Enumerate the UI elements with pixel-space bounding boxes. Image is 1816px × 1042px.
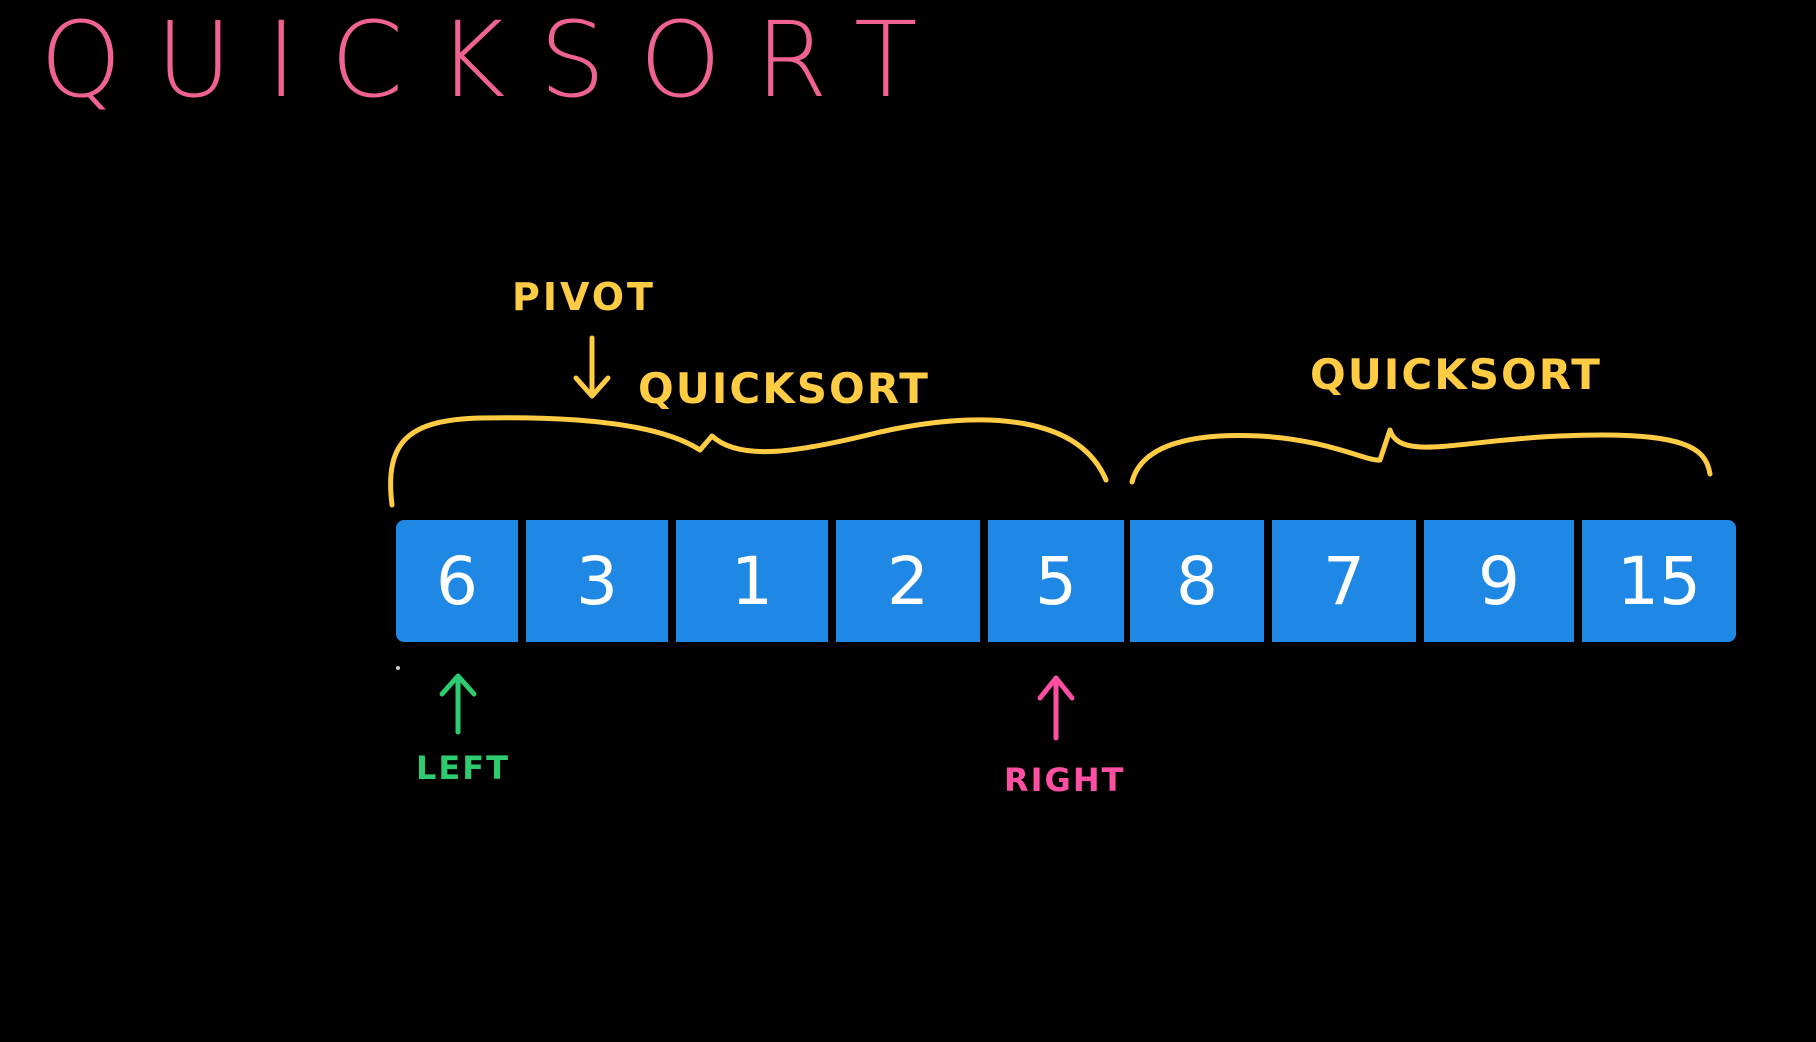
- right-pointer-arrow-icon: [1037, 675, 1075, 741]
- array-cell: 15: [1582, 520, 1736, 642]
- left-pointer-arrow-icon: [439, 673, 477, 735]
- pivot-arrow-icon: [573, 335, 611, 399]
- array-cell: 5: [988, 520, 1124, 642]
- array-cell: 8: [1130, 520, 1264, 642]
- left-partition-brace: [388, 415, 1109, 508]
- array-cell: 2: [836, 520, 980, 642]
- array-cell: 9: [1424, 520, 1574, 642]
- array-row: 6 3 1 2 5 8 7 9 15: [396, 520, 1740, 642]
- array-cell: 1: [676, 520, 828, 642]
- array-cell: 3: [526, 520, 668, 642]
- page-title: QUICKSORT: [40, 0, 952, 121]
- pivot-label: PIVOT: [512, 275, 656, 319]
- array-cell: 7: [1272, 520, 1416, 642]
- array-cell: 6: [396, 520, 518, 642]
- right-partition-brace: [1129, 427, 1713, 485]
- stray-dot: [396, 666, 400, 670]
- quicksort-left-label: QUICKSORT: [638, 364, 930, 413]
- right-pointer-label: RIGHT: [1004, 761, 1126, 799]
- quicksort-right-label: QUICKSORT: [1310, 350, 1602, 399]
- left-pointer-label: LEFT: [416, 749, 510, 787]
